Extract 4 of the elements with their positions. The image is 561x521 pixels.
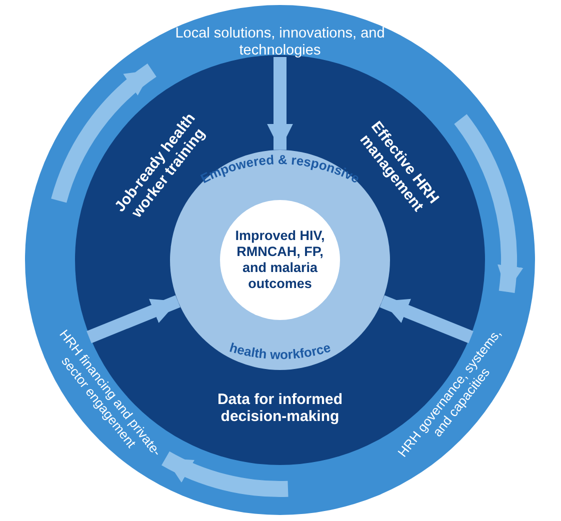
arc-label: health workforce (228, 340, 332, 362)
outcome-text: Improved HIV, RMNCAH, FP, and malaria outcomes (234, 228, 326, 292)
ring-label: Local solutions, innovations, and technologies (168, 25, 392, 59)
ring-label: Data for informed decision-making (190, 390, 370, 426)
